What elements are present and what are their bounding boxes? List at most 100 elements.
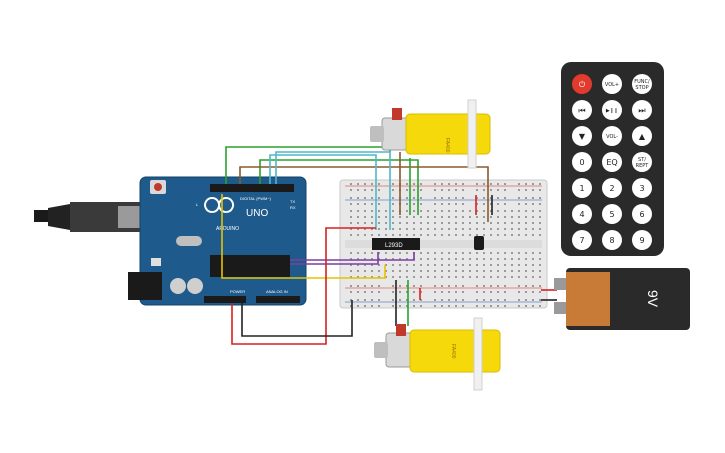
wire-yellow-1 [221, 194, 386, 279]
remote-button-face[interactable] [632, 152, 652, 172]
remote-button-label: ⏮ [578, 106, 585, 115]
analog-label: ANALOG IN [266, 289, 288, 294]
remote-button-face[interactable] [572, 152, 592, 172]
wire-green-2 [259, 159, 419, 215]
remote-button-5[interactable]: 5 [602, 204, 622, 224]
remote-button-label: 1 [579, 184, 584, 193]
arduino-board[interactable]: ARDUINO UNO DIGITAL (PWM~) POWER ANALOG … [128, 176, 307, 306]
wire-purple-1 [290, 252, 415, 261]
remote-button-label: 4 [579, 210, 584, 219]
rx-label: RX [290, 205, 296, 210]
remote-button-6[interactable]: 6 [632, 204, 652, 224]
arduino-brand-label: ARDUINO [216, 226, 239, 232]
remote-button-face[interactable] [632, 178, 652, 198]
remote-button-1[interactable]: 1 [572, 178, 592, 198]
remote-button-face[interactable] [602, 152, 622, 172]
remote-button-face[interactable] [572, 126, 592, 146]
remote-button-label: ⏻ [579, 80, 586, 89]
l293d-driver-ic[interactable]: L293D [372, 238, 420, 250]
remote-button-2[interactable]: 2 [602, 178, 622, 198]
remote-button-[interactable]: ⏭ [632, 100, 652, 120]
wire-black-1 [241, 300, 353, 337]
usb-cable [34, 202, 144, 232]
remote-button-face[interactable] [632, 100, 652, 120]
wire-cyan-1 [269, 154, 377, 230]
remote-button-face[interactable] [632, 204, 652, 224]
remote-button-label: ▼ [579, 132, 586, 141]
remote-button-label: EQ [606, 158, 617, 167]
wire-purple-2 [290, 252, 379, 265]
battery-9v[interactable]: 9V [554, 268, 690, 330]
remote-button-[interactable]: ⏮ [572, 100, 592, 120]
remote-button-[interactable]: ▼ [572, 126, 592, 146]
digital-header[interactable] [210, 184, 294, 192]
remote-button-[interactable]: ⏻ [572, 74, 592, 94]
remote-button-label: STOP [635, 85, 648, 91]
remote-button-face[interactable] [572, 178, 592, 198]
remote-button-face[interactable] [572, 74, 592, 94]
remote-button-label: 8 [609, 236, 614, 245]
remote-button-3[interactable]: 3 [632, 178, 652, 198]
remote-button-face[interactable] [602, 178, 622, 198]
wire-cyan-2 [275, 151, 391, 230]
reset-button[interactable] [154, 183, 162, 191]
remote-button-label: FUNC/ [634, 79, 650, 85]
remote-button-label: 5 [609, 210, 614, 219]
remote-button-face[interactable] [632, 230, 652, 250]
remote-button-face[interactable] [632, 126, 652, 146]
atmega-chip [210, 255, 290, 277]
arduino-model-label: UNO [246, 208, 268, 219]
ir-receiver[interactable] [474, 236, 484, 250]
remote-button-label: REPT [636, 163, 650, 169]
power-label: POWER [230, 289, 245, 294]
remote-button-vol+[interactable]: VOL+ [602, 74, 622, 94]
remote-button-label: ▲ [639, 132, 646, 141]
remote-button-face[interactable] [632, 74, 652, 94]
remote-button-face[interactable] [602, 230, 622, 250]
remote-button-face[interactable] [602, 74, 622, 94]
remote-button-face[interactable] [572, 204, 592, 224]
remote-button-face[interactable] [602, 100, 622, 120]
motor-bottom-label: FA400 [450, 344, 456, 359]
motor-top[interactable]: FA400 [370, 99, 491, 169]
remote-button-vol-[interactable]: VOL- [602, 126, 622, 146]
remote-button-label: VOL- [606, 134, 618, 140]
tx-label: TX [290, 199, 295, 204]
remote-button-eq[interactable]: EQ [602, 152, 622, 172]
remote-button-9[interactable]: 9 [632, 230, 652, 250]
remote-button-label: ST/ [638, 157, 646, 163]
remote-button-label: 0 [579, 158, 584, 167]
remote-button-label: VOL+ [605, 82, 619, 88]
remote-button-label: 3 [639, 184, 644, 193]
digital-label: DIGITAL (PWM~) [240, 196, 272, 201]
remote-button-4[interactable]: 4 [572, 204, 592, 224]
remote-button-face[interactable] [602, 126, 622, 146]
remote-button-face[interactable] [602, 204, 622, 224]
battery-label: 9V [645, 290, 661, 308]
remote-button-label: 6 [639, 210, 644, 219]
remote-button-7[interactable]: 7 [572, 230, 592, 250]
remote-button-8[interactable]: 8 [602, 230, 622, 250]
remote-button-label: 7 [579, 236, 584, 245]
wires [221, 146, 557, 345]
power-header[interactable] [204, 296, 246, 303]
remote-button-face[interactable] [572, 230, 592, 250]
wire-red-1 [231, 227, 376, 345]
remote-button-label: ▶❙❙ [606, 108, 618, 114]
l-led-label: L [196, 202, 199, 207]
remote-button-[interactable]: ▲ [632, 126, 652, 146]
motor-bottom[interactable]: FA400 [374, 317, 501, 391]
remote-button-label: ⏭ [638, 106, 645, 115]
remote-button-funcstop[interactable]: FUNC/STOP [632, 74, 652, 94]
motor-top-label: FA400 [444, 138, 450, 153]
remote-button-label: 2 [609, 184, 614, 193]
analog-header[interactable] [256, 296, 300, 303]
remote-button-strept[interactable]: ST/REPT [632, 152, 652, 172]
remote-button-0[interactable]: 0 [572, 152, 592, 172]
wire-brown-1 [239, 166, 489, 222]
remote-button-face[interactable] [572, 100, 592, 120]
breadboard[interactable] [339, 179, 548, 309]
remote-button-[interactable]: ▶❙❙ [602, 100, 622, 120]
ir-remote[interactable]: ⏻ VOL+ FUNC/STOP ⏮ ▶❙❙ ⏭ ▼ VOL- ▲ 0 EQ ST/REPT 1 2 3 4 5… [561, 62, 664, 256]
remote-button-label: 9 [639, 236, 644, 245]
